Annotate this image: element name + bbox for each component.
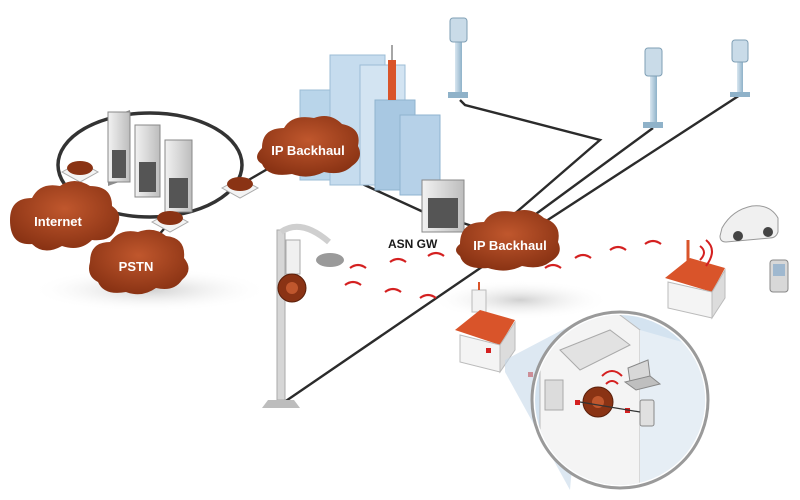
link-backhaul-lamp bbox=[279, 257, 496, 406]
asn-gw-label: ASN GW bbox=[388, 237, 438, 251]
link-tower-1 bbox=[459, 99, 603, 223]
phone-icon bbox=[769, 259, 789, 293]
base-station-icon bbox=[277, 273, 307, 303]
cell-tower-icon bbox=[448, 17, 468, 98]
server-icon bbox=[107, 110, 131, 186]
link-tower-2 bbox=[524, 127, 654, 223]
house-icon bbox=[665, 239, 726, 320]
link-tower-3 bbox=[539, 93, 741, 227]
house-icon bbox=[455, 310, 516, 374]
router-icon bbox=[150, 211, 190, 233]
server-icon bbox=[421, 179, 465, 233]
zoom-detail bbox=[530, 310, 710, 490]
ground-shadow bbox=[430, 280, 610, 320]
cell-tower-icon bbox=[730, 39, 750, 97]
phone-icon bbox=[639, 399, 655, 427]
cloud-ip-backhaul-left: IP Backhaul bbox=[257, 116, 360, 177]
street-lamp-icon bbox=[262, 223, 344, 408]
car-icon bbox=[719, 205, 779, 243]
cloud-ip-backhaul-right: IP Backhaul bbox=[456, 210, 560, 271]
cell-tower-icon bbox=[643, 47, 663, 128]
router-icon bbox=[60, 161, 100, 183]
antenna-icon bbox=[471, 282, 487, 313]
server-icon bbox=[134, 124, 161, 198]
cloud-pstn: PSTN bbox=[89, 229, 189, 295]
cloud-internet: Internet bbox=[10, 181, 120, 251]
router-icon bbox=[220, 177, 260, 199]
laptop-icon bbox=[623, 359, 662, 391]
internet-label: Internet bbox=[34, 214, 82, 229]
base-station-icon bbox=[582, 386, 614, 418]
server-icon bbox=[164, 139, 193, 213]
ip-backhaul-right-label: IP Backhaul bbox=[473, 238, 546, 253]
ip-backhaul-left-label: IP Backhaul bbox=[271, 143, 344, 158]
pstn-label: PSTN bbox=[119, 259, 154, 274]
core-ring bbox=[56, 111, 244, 219]
wireless-signal bbox=[344, 239, 662, 299]
